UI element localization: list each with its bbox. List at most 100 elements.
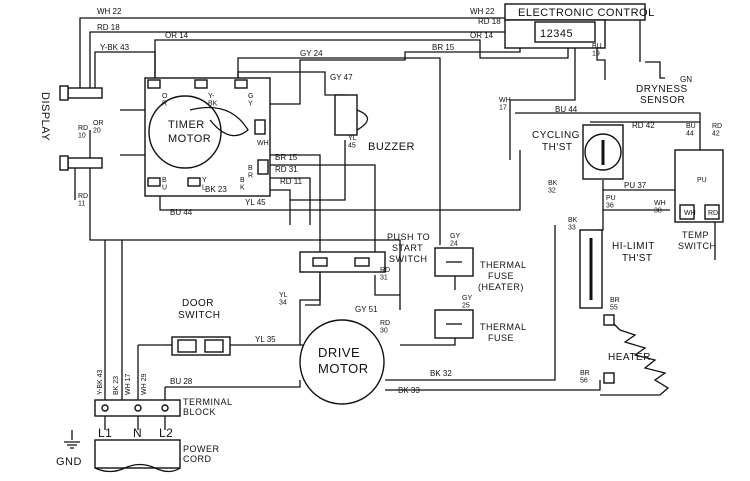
gnd-label: GND [56,456,82,468]
wire-bu28: BU 28 [170,377,193,386]
temp-switch-label-1: TEMP [682,230,709,240]
wire-rd42-top: RD 42 [632,121,655,130]
power-cord-label-2: CORD [183,454,212,464]
heater-label: HEATER [608,352,651,363]
wire-br15-timer: BR 15 [275,153,298,162]
display-connectors [59,85,103,171]
wire-pu-ts: PU [697,177,707,184]
push-to-start-label-1: PUSH TO [387,232,430,242]
n-label: N [133,426,142,440]
temp-switch [674,149,724,223]
buzzer-label: BUZZER [368,141,415,153]
heater [603,314,621,384]
wire-gy51: GY 51 [355,305,378,314]
push-to-start-switch [299,251,386,273]
wire-bk32-motor: BK 32 [430,369,452,378]
thermal-fuse-heater-label-2: FUSE [488,271,514,281]
drive-motor [299,319,385,405]
gn-label: GN [680,75,692,84]
terminal-block [94,399,181,417]
wires [64,10,716,449]
wire-rd31-timer: RD 31 [275,165,298,174]
l1-label: L1 [98,426,112,440]
wire-ybk43-vert: Y-BK 43 [97,369,104,395]
timer-term-wh: WH [257,140,269,147]
wire-or14-top: OR 14 [165,31,189,40]
thermal-fuse-heater-label-1: THERMAL [480,260,527,270]
wire-bk23-vert: BK 23 [113,376,120,395]
wire-pu37: PU 37 [624,181,647,190]
wire-rd-ts: RD [708,210,718,217]
thermal-fuse-label-2: FUSE [488,333,514,343]
thermal-fuse-label-1: THERMAL [480,322,527,332]
hi-limit-label-2: TH'ST [622,253,653,264]
temp-switch-label-2: SWITCH [678,241,717,251]
wire-rd18-ec: RD 18 [478,17,501,26]
display-label: DISPLAY [39,92,51,141]
timer-motor [144,77,271,197]
terminal-block-label-2: BLOCK [183,407,216,417]
push-to-start-label-3: SWITCH [389,254,428,264]
control-terminals-label: 12345 [540,28,573,40]
timer-motor-label-2: MOTOR [168,133,211,145]
cycling-thst-label-1: CYCLING [532,130,580,141]
wire-wh-ts: WH [684,210,696,217]
door-switch [171,336,231,356]
cycling-thst-label-2: TH'ST [542,142,573,153]
door-switch-label-1: DOOR [182,298,214,309]
cycling-thermostat [582,124,624,180]
hi-limit-label-1: HI-LIMIT [612,241,655,252]
wire-bk33-motor: BK 33 [398,386,420,395]
l2-label: L2 [159,426,173,440]
wire-gy24-top: GY 24 [300,49,323,58]
wire-wh22-ec: WH 22 [470,7,495,16]
thermal-fuse-heater-label-3: (HEATER) [478,282,524,292]
thermal-fuse-heater [434,247,474,277]
wire-wh22-top: WH 22 [97,7,122,16]
timer-term-y: Y-BK [208,93,218,107]
electronic-control [504,3,646,49]
push-to-start-label-2: START [392,243,423,253]
wire-or14-ec: OR 14 [470,31,494,40]
wire-bu44-top: BU 44 [555,105,578,114]
wire-yl35: YL 35 [255,335,276,344]
wire-ybk43-top: Y-BK 43 [100,43,130,52]
power-cord [94,439,181,473]
wire-br15-ec: BR 15 [432,43,455,52]
terminal-block-label-1: TERMINAL [183,397,233,407]
dryness-sensor-label-1: DRYNESS [636,84,688,95]
wire-bu44-timer: BU 44 [170,208,193,217]
wire-bk23-timer: BK 23 [205,185,227,194]
dryness-sensor-label-2: SENSOR [640,95,685,106]
timer-motor-label-1: TIMER [168,119,205,131]
component-labels: ELECTRONIC CONTROL 12345 DISPLAY TIMER M… [39,7,717,468]
drive-motor-label-1: DRIVE [318,345,360,360]
wire-rd11-timer: RD 11 [280,177,303,186]
power-cord-label-1: POWER [183,444,220,454]
door-switch-label-2: SWITCH [178,310,220,321]
